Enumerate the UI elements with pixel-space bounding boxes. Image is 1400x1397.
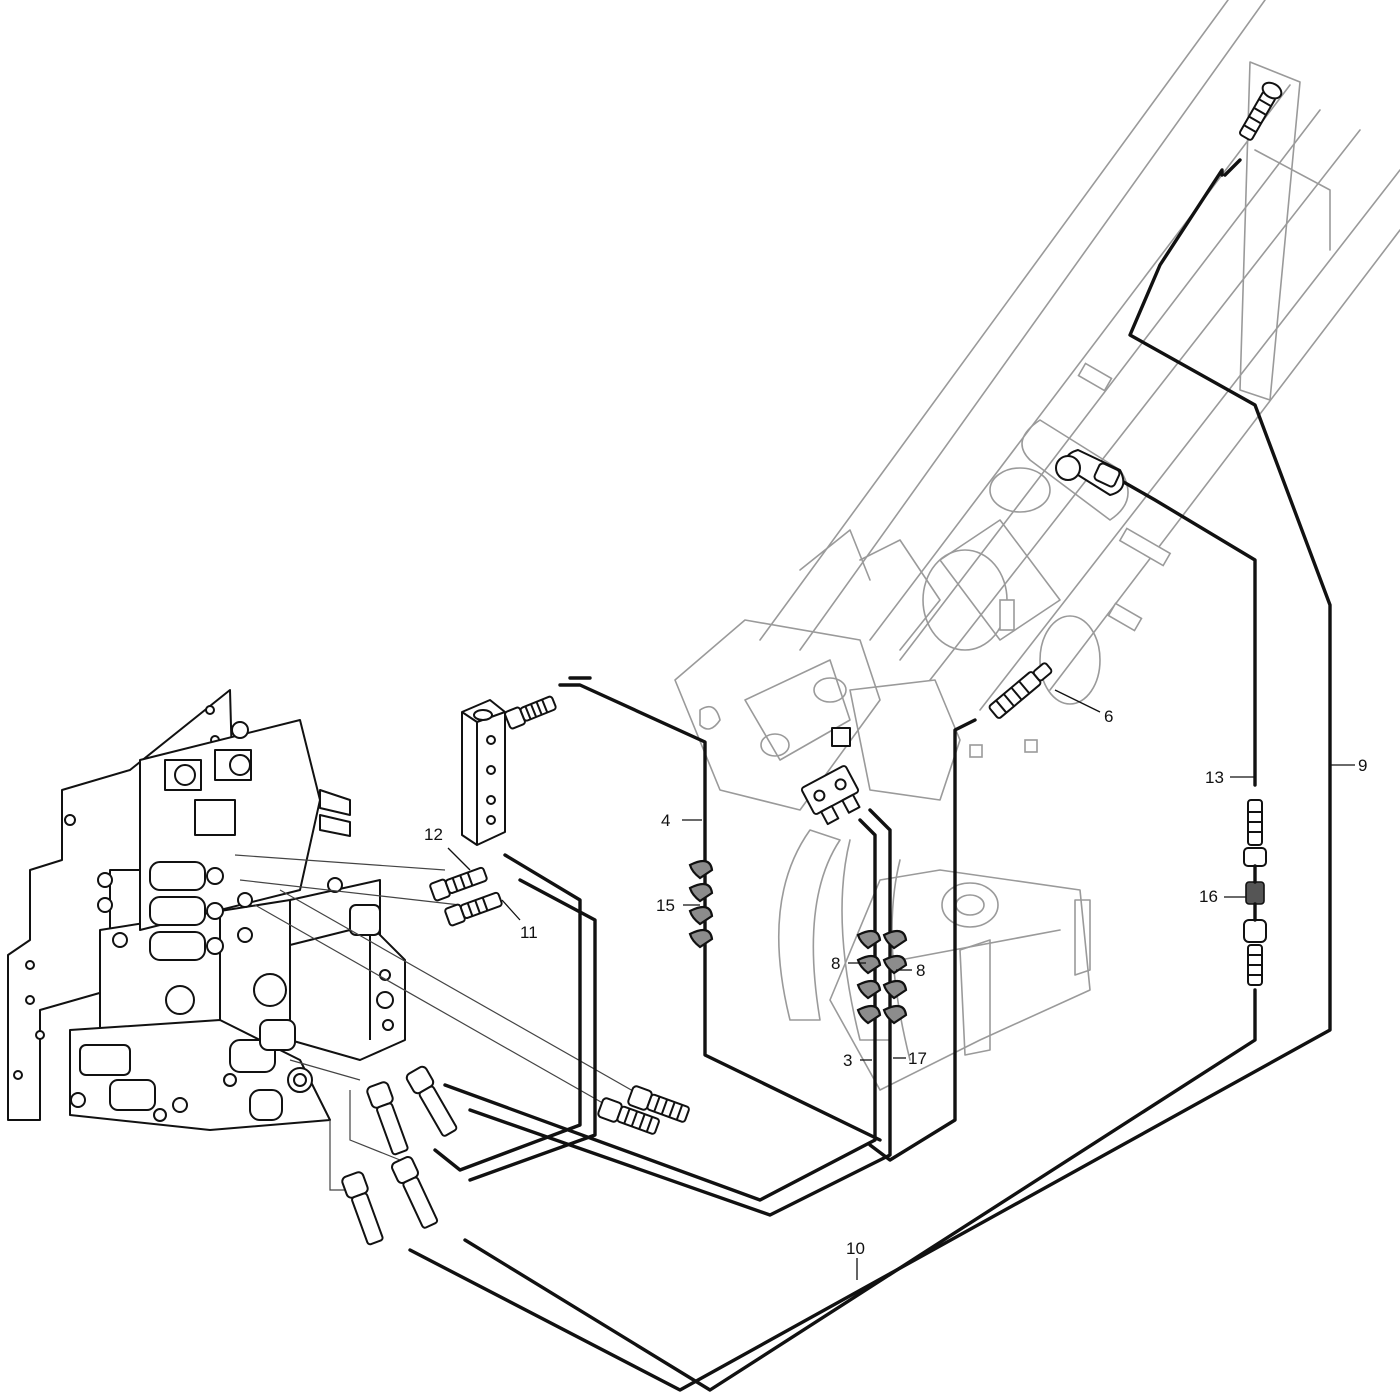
hose-9 (408, 168, 1332, 1392)
hose-6 (868, 718, 977, 1162)
callout-15: 15 (656, 896, 675, 915)
hose-12 (433, 853, 582, 1172)
hose-11 (468, 878, 597, 1182)
coupling-16 (1243, 799, 1267, 986)
callout-12: 12 (424, 825, 443, 844)
manifold-block (461, 699, 506, 846)
callout-17: 17 (908, 1049, 927, 1068)
hoses (408, 158, 1332, 1392)
callout-6: 6 (1104, 707, 1113, 726)
hose-13-upper (1118, 478, 1257, 787)
callout-3: 3 (843, 1051, 852, 1070)
hose-clips-8 (856, 929, 908, 1025)
callout-8-right: 8 (916, 961, 925, 980)
hose-clips-15 (688, 859, 714, 949)
hose-3 (443, 818, 877, 1202)
fittings (341, 81, 1283, 1246)
callout-13: 13 (1205, 768, 1224, 787)
leader-lines (447, 689, 1355, 1280)
callout-8-left: 8 (831, 954, 840, 973)
hose-4 (558, 683, 882, 1142)
solenoid-row (97, 861, 253, 961)
callout-labels: 12 11 4 15 8 8 3 17 6 13 16 9 10 (424, 707, 1367, 1258)
callout-11: 11 (520, 923, 538, 942)
callout-4: 4 (661, 811, 670, 830)
callout-16: 16 (1199, 887, 1218, 906)
control-valve-assembly (7, 689, 406, 1131)
elbow-fitting-top (1055, 449, 1125, 496)
callout-9: 9 (1358, 756, 1367, 775)
callout-10: 10 (846, 1239, 865, 1258)
hose-13-lower (463, 988, 1257, 1392)
hose-17 (468, 808, 892, 1217)
boom-structure (674, 0, 1400, 1091)
